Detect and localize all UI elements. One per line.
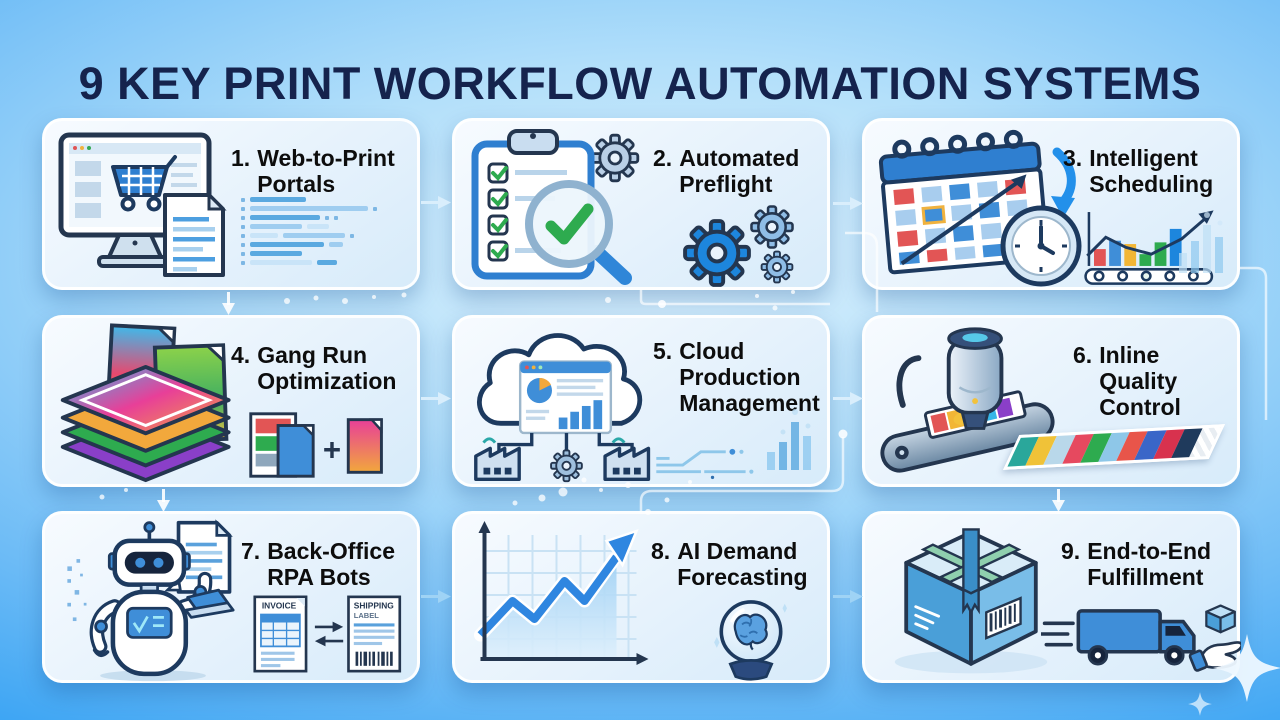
brain-icon [733, 613, 768, 651]
card-label: 3. Intelligent Scheduling [1063, 145, 1237, 197]
stacked-sheets-icon [60, 365, 231, 483]
cloud-production-icon [474, 333, 651, 483]
magnifier-check-icon [525, 180, 632, 285]
shipping-label-document-icon: SHIPPING LABEL [347, 595, 402, 673]
page-title: 9 KEY PRINT WORKFLOW AUTOMATION SYSTEMS [78, 58, 1202, 110]
clock-icon [1000, 205, 1082, 287]
factory-icon [474, 437, 521, 481]
card-cloud-production-management: 5. Cloud Production Management [452, 315, 830, 487]
card-web-to-print-portals: 1. Web-to-Print Portals [42, 118, 420, 290]
card-number: 8. [651, 538, 671, 564]
card-number: 4. [231, 342, 251, 368]
card-number: 7. [241, 538, 261, 564]
gang-run-icon [60, 323, 231, 483]
card-title: End-to-End Fulfillment [1087, 538, 1212, 591]
barcode-icon [985, 596, 1022, 640]
exchange-arrows-icon [314, 621, 344, 647]
desktop-monitor-icon [58, 132, 212, 268]
gear-icon [550, 449, 583, 483]
card-title: Inline Quality Control [1099, 342, 1181, 421]
forecast-chart-icon [474, 521, 649, 665]
card-label: 4. Gang Run Optimization [231, 342, 417, 394]
card-number: 5. [653, 338, 673, 364]
laptop-icon [184, 588, 235, 619]
ghost-bars-decoration [767, 409, 811, 470]
card-label: 5. Cloud Production Management [653, 338, 827, 417]
pixel-dots-decoration [67, 559, 87, 622]
flow-arrow-right [833, 197, 863, 210]
flow-arrow-right [833, 392, 863, 405]
card-number: 9. [1061, 538, 1081, 564]
scanner-head-icon [896, 327, 1004, 430]
flow-arrow-down [1052, 489, 1065, 512]
shopping-cart-icon [111, 155, 177, 212]
card-label: 8. AI Demand Forecasting [651, 538, 827, 590]
flow-arrow-right [421, 590, 451, 603]
invoice-document-icon: INVOICE [253, 595, 308, 673]
circuit-lines-decoration [656, 448, 754, 480]
card-number: 1. [231, 145, 251, 171]
intelligent-scheduling-icon [878, 129, 1082, 287]
card-ai-demand-forecasting: 8. AI Demand Forecasting [452, 511, 830, 683]
invoice-shipping-exchange-icon: INVOICE SHIPPING LABEL [253, 595, 402, 673]
card-automated-preflight: 2. Automated Preflight [452, 118, 830, 290]
card-end-to-end-fulfillment: 9. End-to-End Fulfillment [862, 511, 1241, 683]
crystal-ball-brain-icon [714, 600, 787, 681]
flow-arrow-down [157, 489, 170, 512]
card-title: Back-Office RPA Bots [267, 538, 396, 591]
decorative-text-lines [241, 195, 411, 267]
flow-arrow-right [421, 392, 451, 405]
automated-preflight-icon [471, 129, 640, 285]
gears-cluster-icon [683, 205, 794, 287]
card-inline-quality-control: 6. Inline Quality Control [862, 315, 1240, 487]
invoice-label: INVOICE [262, 600, 297, 610]
flow-arrow-right [421, 196, 451, 209]
barcode-icon [355, 651, 393, 666]
truck-icon [1076, 609, 1196, 666]
gang-docs-plus-icon: + [249, 412, 383, 478]
hand-package-icon [1188, 604, 1241, 672]
card-label: 2. Automated Preflight [653, 145, 827, 197]
flow-arrow-right [833, 590, 863, 603]
robot-icon [89, 521, 235, 677]
card-label: 9. End-to-End Fulfillment [1061, 538, 1237, 590]
card-number: 2. [653, 145, 673, 171]
dashboard-window-icon [518, 360, 613, 435]
card-title: Automated Preflight [679, 145, 800, 198]
shipping-label-line2: LABEL [354, 611, 379, 620]
card-title: Cloud Production Management [679, 338, 820, 417]
web-to-print-icon [58, 132, 227, 277]
gradient-small-document-icon [346, 418, 383, 474]
card-label: 1. Web-to-Print Portals [231, 145, 417, 197]
speed-lines [1041, 621, 1075, 647]
card-back-office-rpa-bots: 7. Back-Office RPA Bots INVOICE SHIPPING… [42, 511, 420, 683]
production-chart-conveyor-icon [1084, 210, 1214, 285]
card-label: 7. Back-Office RPA Bots [241, 538, 417, 590]
card-title: Gang Run Optimization [257, 342, 397, 395]
card-label: 6. Inline Quality Control [1073, 342, 1237, 421]
card-title: AI Demand Forecasting [677, 538, 808, 591]
card-intelligent-scheduling: 3. Intelligent Scheduling [862, 118, 1240, 290]
shipping-box-icon [894, 528, 1048, 674]
card-number: 3. [1063, 145, 1083, 171]
shipping-label-line1: SHIPPING [354, 600, 394, 610]
delivery-truck-hand-icon [1041, 604, 1241, 672]
flow-arrow-down [222, 292, 235, 315]
card-number: 6. [1073, 342, 1093, 368]
gear-icon [590, 133, 640, 183]
ghost-bars-decoration [1179, 212, 1223, 273]
plus-symbol: + [323, 433, 341, 468]
blue-document-icon [276, 424, 315, 478]
card-gang-run-optimization: 4. Gang Run Optimization + [42, 315, 420, 487]
card-title: Intelligent Scheduling [1089, 145, 1214, 198]
print-document-icon [163, 191, 227, 277]
card-title: Web-to-Print Portals [257, 145, 395, 198]
inline-quality-icon [880, 327, 1055, 473]
rpa-robot-icon [67, 519, 235, 682]
